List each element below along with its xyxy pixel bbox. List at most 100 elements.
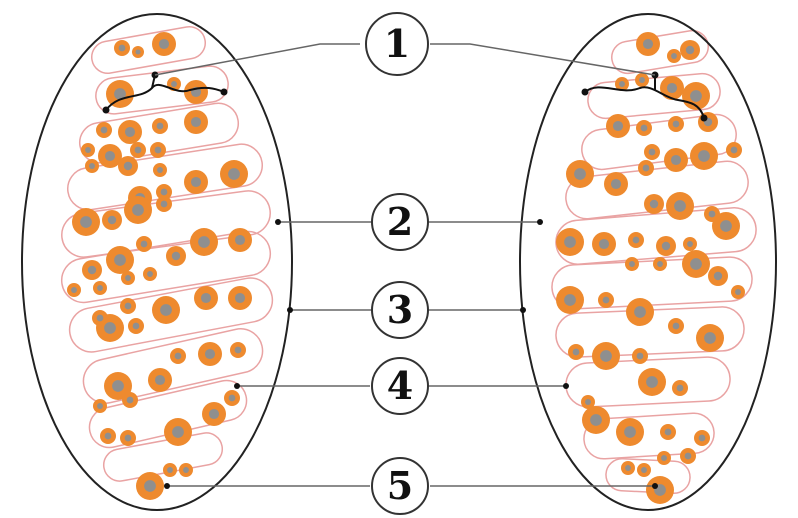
particle-core: [201, 293, 211, 303]
callout-1-label: 1: [384, 21, 410, 66]
particle-core: [160, 304, 172, 316]
particle-core: [661, 455, 667, 461]
particle-core: [205, 349, 215, 359]
particle-core: [191, 177, 201, 187]
particle-core: [564, 294, 576, 306]
particle-core: [105, 433, 112, 440]
particle-core: [714, 272, 722, 280]
particle-core: [564, 236, 576, 248]
particle-core: [624, 426, 636, 438]
particle-core: [699, 435, 706, 442]
particle-core: [155, 375, 165, 385]
particle-core: [127, 397, 134, 404]
particle-core: [574, 168, 586, 180]
particle-core: [720, 220, 732, 232]
particle-core: [641, 125, 648, 132]
particle-core: [161, 201, 168, 208]
particle-core: [132, 204, 144, 216]
particle-core: [97, 285, 103, 291]
particle-core: [125, 303, 132, 310]
particle-core: [613, 121, 623, 131]
callout-1: 1: [366, 13, 428, 75]
particle-core: [141, 241, 148, 248]
particle-core: [209, 409, 219, 419]
particle-core: [175, 353, 182, 360]
particle-core: [611, 179, 621, 189]
callout-5-label: 5: [387, 463, 413, 508]
particle-core: [674, 200, 686, 212]
particle-core: [172, 252, 180, 260]
particle-core: [671, 155, 681, 165]
callout-4-label: 4: [387, 363, 413, 408]
particle-core: [657, 261, 663, 267]
particle-core: [133, 323, 140, 330]
particle-core: [619, 81, 625, 87]
particle-core: [698, 150, 710, 162]
callout-5: 5: [372, 458, 428, 514]
particle-core: [641, 467, 647, 473]
particle-core: [161, 189, 168, 196]
particle-core: [125, 127, 135, 137]
particle-core: [88, 266, 96, 274]
particle-core: [235, 347, 242, 354]
particle-core: [229, 395, 236, 402]
particle-core: [643, 165, 650, 172]
crista-fold: [101, 430, 225, 483]
particle-core: [662, 242, 670, 250]
particle-core: [704, 332, 716, 344]
particle-core: [183, 467, 189, 473]
particle-core: [735, 289, 741, 295]
particle-core: [171, 81, 177, 87]
particle-core: [108, 216, 116, 224]
particle-core: [112, 380, 124, 392]
particle-core: [157, 167, 163, 173]
particle-core: [198, 236, 210, 248]
particle-core: [665, 429, 672, 436]
particle-core: [634, 306, 646, 318]
particle-core: [157, 123, 164, 130]
callout-2: 2: [372, 194, 428, 250]
particle-core: [625, 465, 631, 471]
particle-core: [731, 147, 738, 154]
particle-core: [650, 200, 658, 208]
particle-core: [124, 162, 132, 170]
particle-core: [677, 385, 684, 392]
particle-core: [235, 235, 245, 245]
particle-core: [97, 403, 103, 409]
particle-core: [135, 147, 142, 154]
particle-core: [125, 435, 132, 442]
particle-core: [649, 149, 656, 156]
particle-core: [144, 480, 156, 492]
particle-core: [155, 147, 162, 154]
left-outer-membrane: [22, 14, 292, 510]
particle-core: [690, 258, 702, 270]
particle-core: [685, 453, 692, 460]
particle-core: [147, 271, 153, 277]
callout-4: 4: [372, 358, 428, 414]
callout-2-label: 2: [387, 199, 413, 244]
particle-core: [585, 399, 591, 405]
particle-core: [573, 349, 580, 356]
particle-core: [686, 46, 694, 54]
callout-3: 3: [372, 282, 428, 338]
particle-core: [228, 168, 240, 180]
particle-core: [643, 39, 653, 49]
particle-core: [135, 49, 140, 54]
particle-core: [105, 151, 115, 161]
left-particle-group: [67, 32, 252, 500]
particle-core: [89, 163, 95, 169]
particle-core: [119, 45, 126, 52]
particle-core: [71, 287, 77, 293]
particle-core: [172, 426, 184, 438]
particle-core: [639, 77, 645, 83]
leader-1-right: [430, 44, 655, 75]
left-mitochondrion: [22, 14, 292, 510]
particle-core: [599, 239, 609, 249]
particle-core: [600, 350, 612, 362]
particle-core: [114, 254, 126, 266]
particle-core: [167, 467, 173, 473]
particle-core: [673, 121, 680, 128]
particle-core: [235, 293, 245, 303]
particle-core: [159, 39, 169, 49]
